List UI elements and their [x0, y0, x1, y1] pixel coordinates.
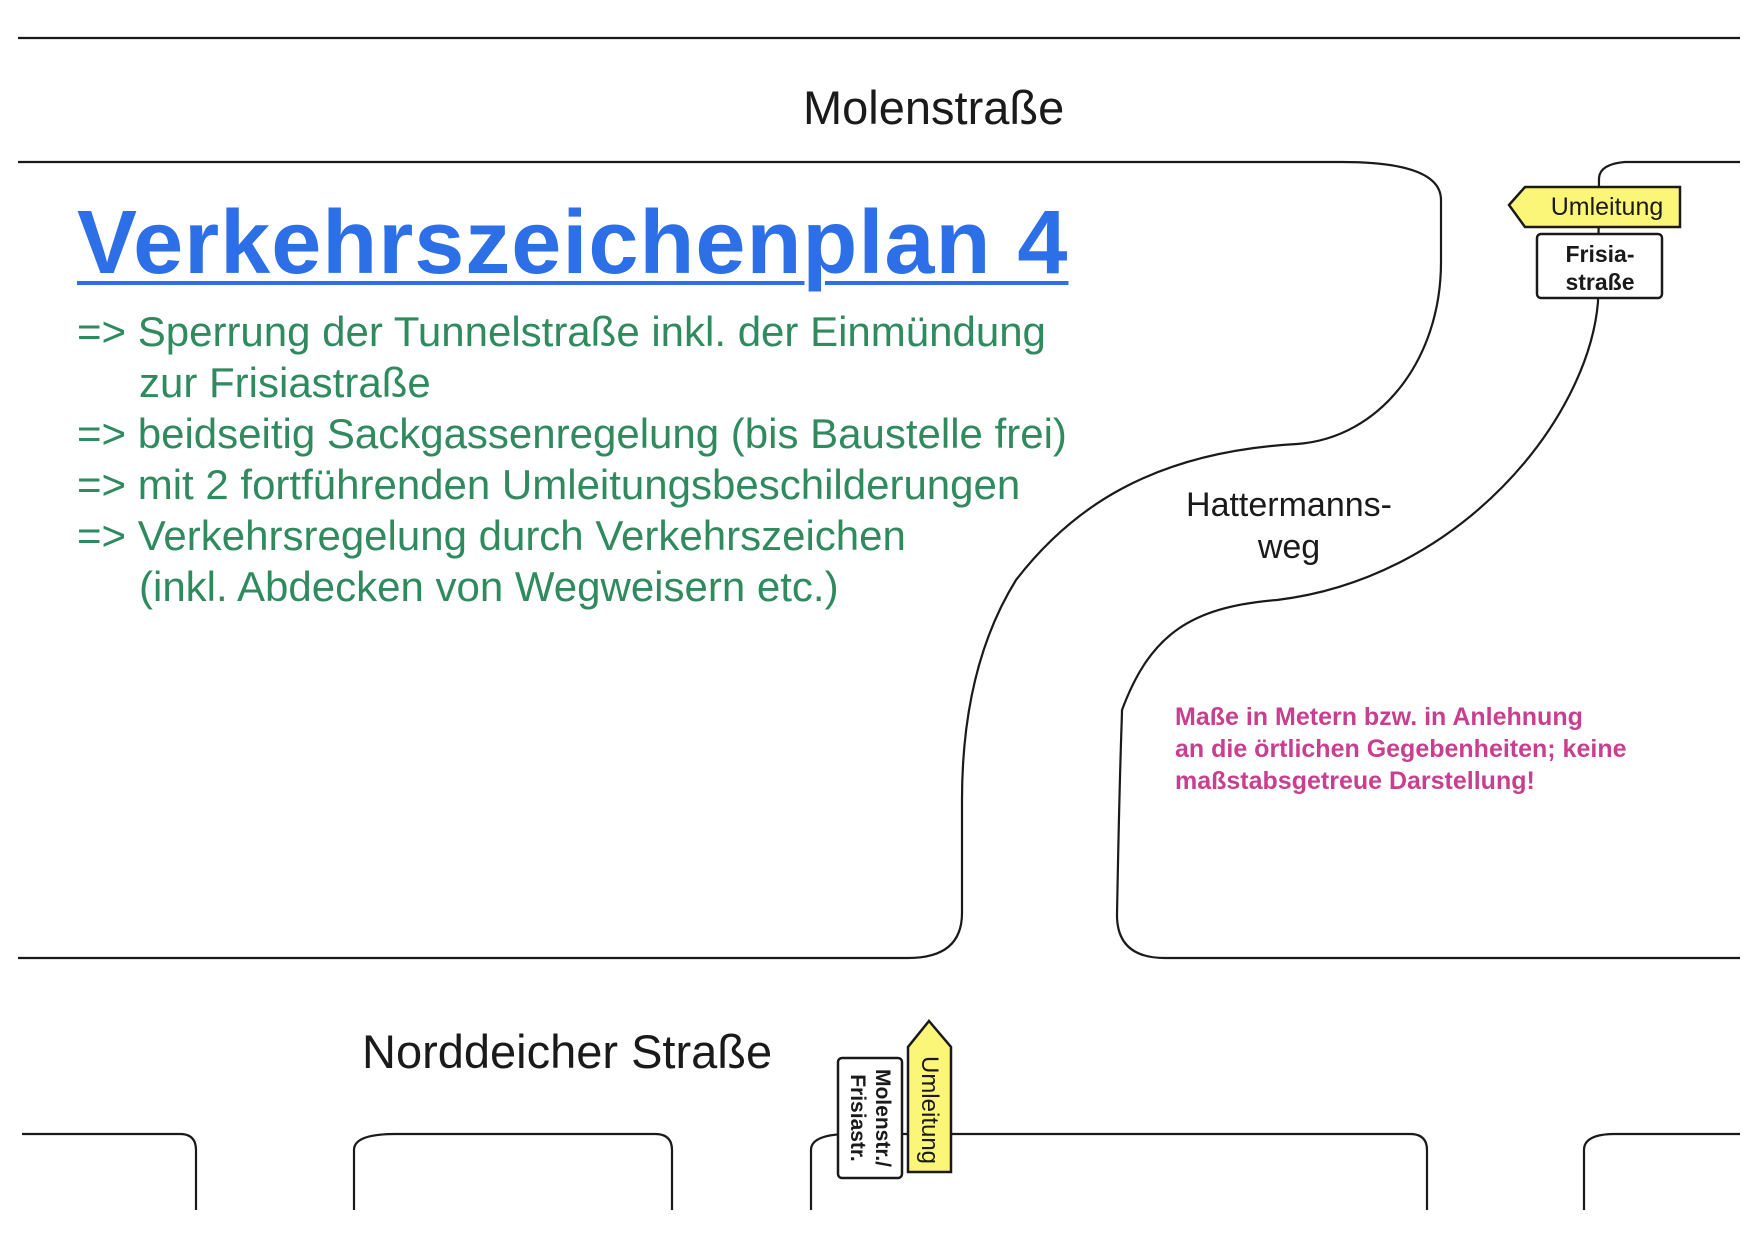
- plate-line-2: straße: [1565, 269, 1634, 295]
- destination-plate-frisiastrasse: [1535, 232, 1664, 300]
- note-line: Maße in Metern bzw. in Anlehnung: [1175, 703, 1583, 731]
- list-item: (inkl. Abdecken von Wegweisern etc.): [139, 563, 839, 610]
- note-line: maßstabsgetreue Darstellung!: [1175, 767, 1535, 795]
- street-name-line: weg: [1257, 528, 1321, 566]
- plate-line-1: Frisia-: [1565, 241, 1634, 267]
- street-name-line: Hattermanns-: [1186, 486, 1392, 524]
- street-name-hattermannsweg: Hattermanns- weg: [1164, 484, 1414, 568]
- hattermannsweg-west-edge: [18, 160, 1443, 960]
- detour-sign-lower: Umleitung Molenstr./ Frisiastr.: [836, 1019, 953, 1180]
- detour-arrow-lower-label: Umleitung: [916, 1056, 943, 1164]
- scale-disclaimer-note: Maße in Metern bzw. in Anlehnung an die …: [1175, 701, 1627, 797]
- detour-sign-upper: Umleitung Frisia- straße: [1507, 185, 1682, 300]
- list-item: => Verkehrsregelung durch Verkehrszeiche…: [77, 512, 906, 559]
- plan-description-list: => Sperrung der Tunnelstraße inkl. der E…: [77, 306, 1067, 612]
- detour-arrow-up-icon: [906, 1019, 953, 1174]
- detour-arrow-upper-label: Umleitung: [1551, 193, 1664, 221]
- plan-title: Verkehrszeichenplan 4: [77, 193, 1069, 293]
- block-1-edge: [22, 1132, 198, 1210]
- list-item: zur Frisiastraße: [139, 359, 431, 406]
- street-name-molenstrasse: Molenstraße: [803, 81, 1065, 134]
- block-2-edge: [352, 1132, 674, 1210]
- detour-arrow-left-icon: [1507, 185, 1682, 229]
- hattermannsweg-east-edge: [1115, 160, 1740, 960]
- plate-line-2: Frisiastr.: [846, 1074, 869, 1162]
- list-item: => mit 2 fortführenden Umleitungsbeschil…: [77, 461, 1021, 508]
- plate-line-1: Molenstr./: [871, 1069, 894, 1167]
- destination-plate-molenstr-frisiastr: [836, 1056, 904, 1180]
- note-line: an die örtlichen Gegebenheiten; keine: [1175, 735, 1627, 763]
- block-3-edge: [809, 1132, 1429, 1210]
- street-name-norddeicher-strasse: Norddeicher Straße: [362, 1025, 773, 1078]
- list-item: => beidseitig Sackgassenregelung (bis Ba…: [77, 410, 1067, 457]
- list-item: => Sperrung der Tunnelstraße inkl. der E…: [77, 308, 1046, 355]
- block-4-edge: [1582, 1132, 1740, 1210]
